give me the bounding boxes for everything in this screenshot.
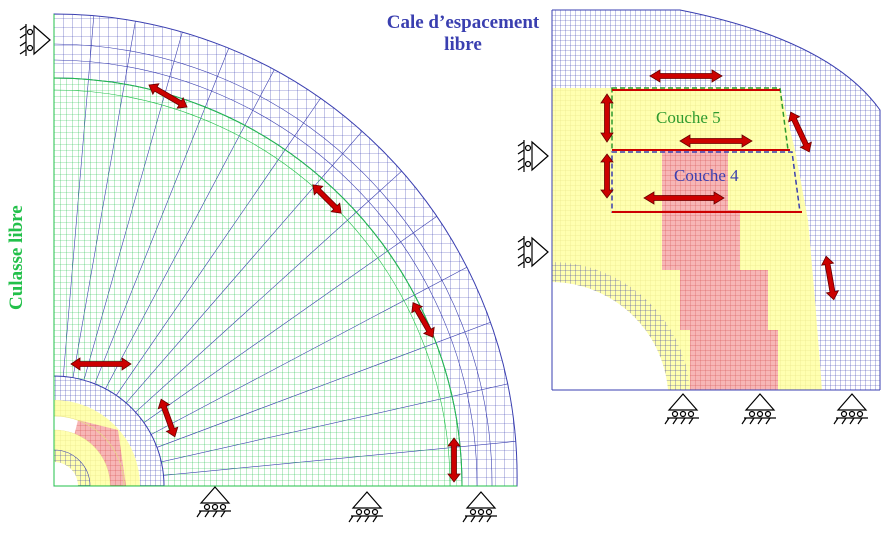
- roller-support-icon: [833, 393, 868, 425]
- culasse-label: Culasse libre: [6, 205, 27, 310]
- double-arrow-icon: [447, 437, 461, 483]
- couche5-label: Couche 5: [656, 108, 721, 127]
- double-arrow-icon: [600, 93, 614, 143]
- double-arrow-icon: [312, 184, 342, 214]
- double-arrow-icon: [148, 83, 188, 109]
- right-supports: [517, 140, 868, 425]
- roller-support-icon: [462, 491, 497, 523]
- double-arrow-icon: [649, 69, 723, 83]
- roller-support-icon: [517, 140, 549, 172]
- roller-support-icon: [348, 491, 383, 523]
- double-arrow-icon: [411, 302, 435, 338]
- roller-support-icon: [517, 236, 549, 268]
- left-displacement-arrows: [70, 83, 461, 483]
- roller-support-icon: [741, 393, 776, 425]
- roller-support-icon: [19, 24, 51, 56]
- double-arrow-icon: [157, 398, 179, 438]
- double-arrow-icon: [643, 191, 725, 205]
- double-arrow-icon: [820, 255, 840, 301]
- left-supports: [19, 24, 497, 523]
- roller-support-icon: [196, 486, 231, 518]
- double-arrow-icon: [788, 111, 812, 153]
- cale-label: Cale d’espacement libre: [386, 12, 540, 55]
- roller-support-icon: [664, 393, 699, 425]
- double-arrow-icon: [70, 357, 132, 371]
- couche4-label: Couche 4: [674, 166, 739, 185]
- double-arrow-icon: [600, 153, 614, 199]
- left-quarter-mesh: [53, 13, 518, 487]
- double-arrow-icon: [679, 134, 753, 148]
- right-displacement-arrows: [600, 69, 840, 301]
